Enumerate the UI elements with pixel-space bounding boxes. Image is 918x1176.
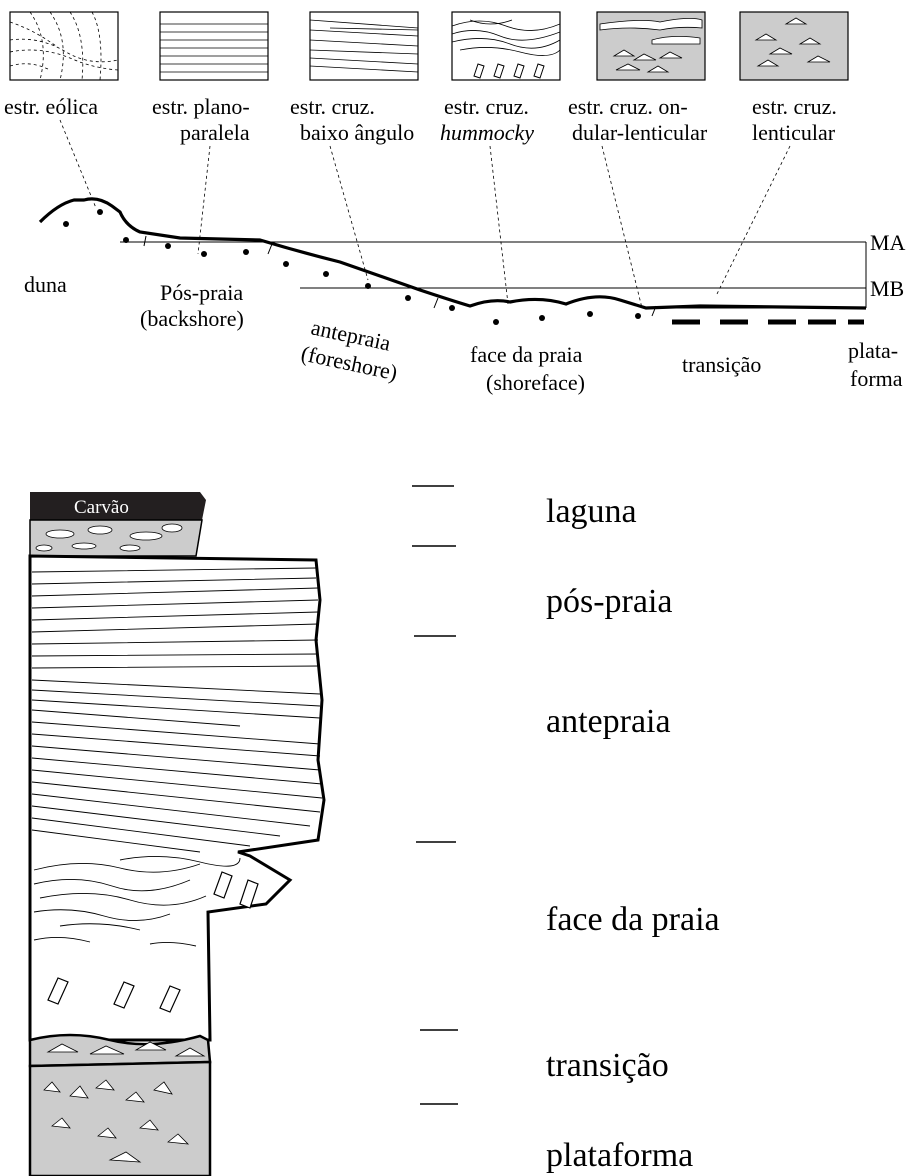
facies-shoreface: face da praia [546, 901, 720, 938]
zone-shoreface-2: (shoreface) [486, 370, 585, 395]
legend-label-planar-1: estr. plano- [152, 94, 250, 119]
legend-label-hummocky-1: estr. cruz. [444, 94, 529, 119]
legend-label-planar-2: paralela [180, 120, 250, 145]
zone-backshore-2: (backshore) [140, 306, 244, 331]
facies-platform: plataforma [546, 1137, 693, 1174]
legend-swatch-wavy-lenticular [597, 12, 705, 80]
legend-label-wavy-1: estr. cruz. on- [568, 94, 688, 119]
sand-body [30, 556, 324, 1040]
facies-lagoon: laguna [546, 493, 637, 530]
legend-label-eolian: estr. eólica [4, 94, 98, 119]
legend-swatch-lenticular [740, 12, 848, 80]
legend-swatch-planar [160, 12, 268, 80]
label-high-tide: MA [870, 230, 906, 255]
zone-shoreface-1: face da praia [470, 342, 583, 367]
zone-backshore-1: Pós-praia [160, 280, 243, 305]
lagoon-layer [30, 520, 202, 556]
facies-backshore: pós-praia [546, 583, 673, 620]
facies-transition: transição [546, 1047, 669, 1084]
legend-swatch-hummocky [452, 12, 560, 80]
legend-label-lenticular-2: lenticular [752, 120, 836, 145]
coal-label: Carvão [74, 497, 129, 518]
legend-swatch-eolian [10, 12, 118, 80]
legend-label-low-angle-2: baixo ângulo [300, 120, 414, 145]
platform-layer [30, 1062, 210, 1176]
facies-foreshore: antepraia [546, 703, 671, 740]
legend-swatch-low-angle [310, 12, 418, 80]
label-low-tide: MB [870, 276, 904, 301]
legend-label-low-angle-1: estr. cruz. [290, 94, 375, 119]
legend-label-lenticular-1: estr. cruz. [752, 94, 837, 119]
facies-boundaries [412, 486, 458, 1104]
zone-transition: transição [682, 352, 761, 377]
zone-duna: duna [24, 272, 67, 297]
legend-label-hummocky-2: hummocky [440, 120, 534, 145]
zone-platform-2: forma [850, 366, 903, 391]
legend-label-wavy-2: dular-lenticular [572, 120, 708, 145]
zone-platform-1: plata- [848, 338, 898, 363]
